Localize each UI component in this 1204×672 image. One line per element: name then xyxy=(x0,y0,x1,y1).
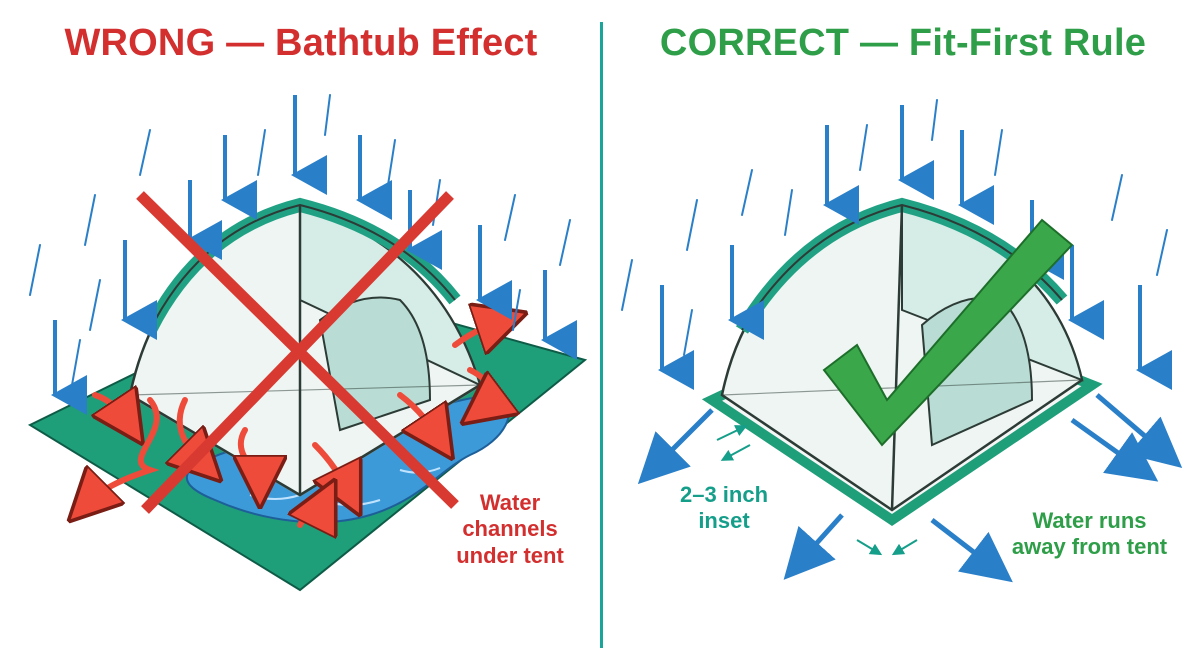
x-mark-icon xyxy=(136,191,459,514)
runoff-arrows xyxy=(637,393,1183,583)
flow-arrow-icon xyxy=(470,367,491,410)
runoff-arrow-icon xyxy=(930,518,1013,583)
runoff-note: Water runs away from tent xyxy=(1011,508,1168,560)
rain xyxy=(29,94,577,415)
panel-divider xyxy=(600,22,603,648)
inset-markers xyxy=(716,425,918,556)
correct-panel: CORRECT — Fit-First Rule xyxy=(602,0,1204,672)
flow-arrows xyxy=(85,320,505,525)
flow-arrow-icon xyxy=(397,392,440,440)
inset-note: 2–3 inch inset xyxy=(679,482,769,534)
water-channels-note: Water channels under tent xyxy=(456,490,564,568)
wrong-title: WRONG — Bathtub Effect xyxy=(64,22,538,64)
correct-title: CORRECT — Fit-First Rule xyxy=(659,22,1147,64)
flow-arrow-icon xyxy=(312,442,350,495)
runoff-arrow-icon xyxy=(783,513,844,580)
runoff-arrow-icon xyxy=(637,408,714,485)
flow-arrow-icon xyxy=(95,395,130,425)
check-mark-icon xyxy=(822,218,1074,447)
bathtub-scene xyxy=(27,94,588,592)
runoff-arrow-icon xyxy=(1070,417,1159,482)
wrong-panel: WRONG — Bathtub Effect xyxy=(27,22,588,592)
fit-first-scene xyxy=(621,99,1183,583)
flow-arrow-icon xyxy=(241,427,260,485)
flow-arrow-icon xyxy=(452,320,505,345)
flow-arrow-icon xyxy=(85,397,160,505)
flow-arrow-icon xyxy=(300,500,325,525)
